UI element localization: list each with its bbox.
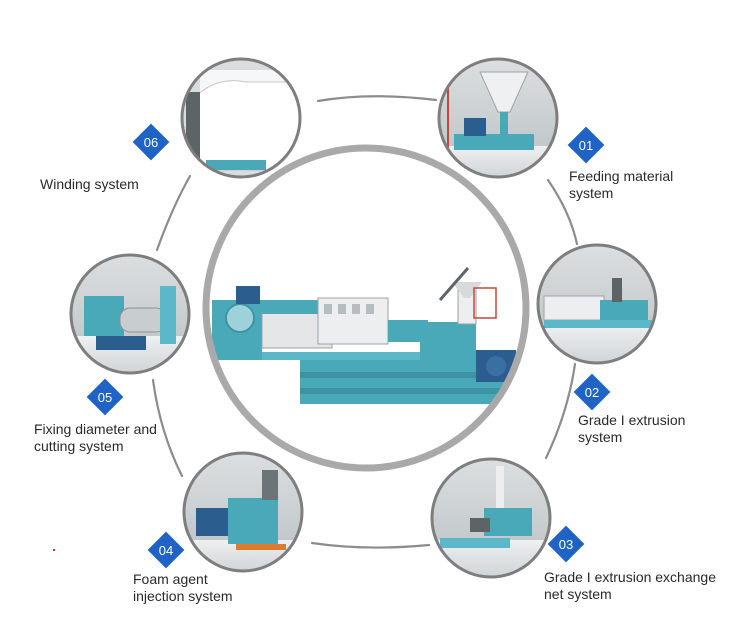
badge-02: 02 (573, 373, 611, 411)
badge-01: 01 (567, 126, 605, 164)
label-step-04: Foam agent injection system (133, 571, 233, 605)
photo-06-ring (180, 57, 302, 179)
arc-01-02 (546, 178, 579, 246)
arc-04-05 (151, 378, 184, 478)
badge-03: 03 (547, 525, 585, 563)
photo-05-ring (69, 253, 191, 375)
arc-02-03 (544, 362, 577, 460)
label-step-05-line-1: Fixing diameter and (34, 421, 157, 437)
arc-05-06 (155, 174, 192, 252)
stray-dot (53, 549, 55, 551)
badge-06-number: 06 (144, 135, 158, 150)
badge-02-number: 02 (585, 385, 599, 400)
photo-04-ring (182, 451, 304, 573)
badge-04: 04 (147, 531, 185, 569)
central-photo (206, 148, 526, 468)
badge-05: 05 (86, 378, 124, 416)
label-step-02-line-1: Grade I extrusion (578, 412, 686, 428)
label-step-02-line-2: system (578, 429, 623, 445)
connector-arcs (151, 95, 579, 549)
label-step-06: Winding system (40, 176, 139, 193)
photo-02-ring (536, 243, 658, 365)
label-step-05-line-2: cutting system (34, 438, 124, 454)
badge-06: 06 (132, 123, 170, 161)
photo-01-ring (437, 57, 559, 179)
label-step-06-line-1: Winding system (40, 176, 139, 192)
photo-05 (71, 255, 189, 373)
photo-06 (182, 59, 300, 177)
badge-01-number: 01 (579, 138, 593, 153)
label-step-05: Fixing diameter and cutting system (34, 421, 157, 455)
label-step-01: Feeding material system (569, 168, 673, 202)
badge-05-number: 05 (98, 390, 112, 405)
arc-03-04 (310, 541, 431, 549)
label-step-03: Grade I extrusion exchange net system (544, 569, 716, 603)
label-step-03-line-2: net system (544, 586, 612, 602)
photo-01 (439, 59, 557, 177)
label-step-01-line-2: system (569, 185, 614, 201)
label-step-04-line-2: injection system (133, 588, 233, 604)
badge-03-number: 03 (559, 537, 573, 552)
label-step-02: Grade I extrusion system (578, 412, 685, 446)
label-step-03-line-1: Grade I extrusion exchange (544, 569, 716, 585)
arc-06-01 (316, 95, 438, 103)
photo-03-ring (430, 457, 552, 579)
label-step-01-line-1: Feeding material (569, 168, 674, 184)
badge-04-number: 04 (159, 543, 173, 558)
photo-03 (432, 459, 550, 577)
label-step-04-line-1: Foam agent (133, 571, 208, 587)
central-ring (202, 144, 530, 472)
